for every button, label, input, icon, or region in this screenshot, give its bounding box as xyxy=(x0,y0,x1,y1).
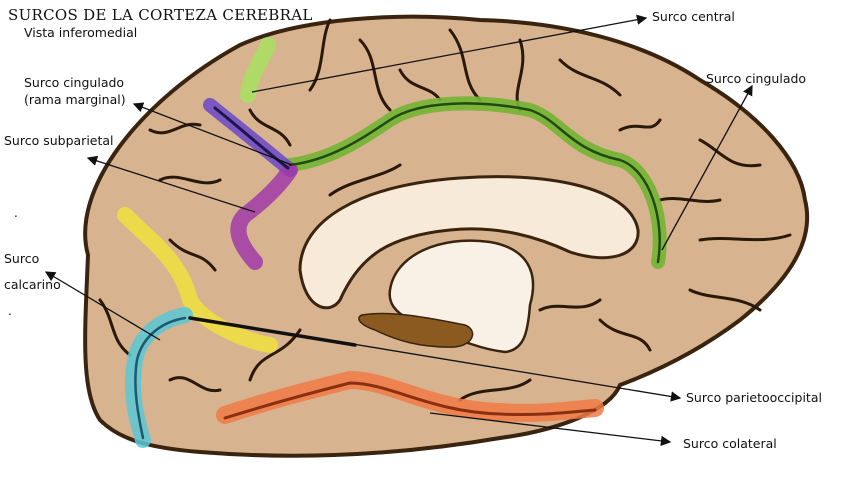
generic-sulci xyxy=(98,18,792,402)
label-surco-colateral: Surco colateral xyxy=(683,436,777,451)
arrow-surco-central xyxy=(251,14,648,93)
calcarine-highlight xyxy=(125,307,193,448)
label-surco-calcarino: Surco calcarino xyxy=(4,251,61,292)
arrow-surco-subparietal xyxy=(86,155,256,213)
label-surco-parietooccipital: Surco parietooccipital xyxy=(686,390,822,405)
diagram-title: SURCOS DE LA CORTEZA CEREBRAL xyxy=(8,6,313,24)
diagram-subtitle: Vista inferomedial xyxy=(24,25,138,40)
parietooccipital-highlight xyxy=(117,207,278,353)
arrow-surco-cingulado-marginal xyxy=(132,102,293,166)
corpus-callosum xyxy=(298,175,640,310)
arrow-surco-parietooccipital xyxy=(194,317,682,402)
leader-lines xyxy=(44,14,753,447)
label-surco-subparietal: Surco subparietal xyxy=(4,133,114,148)
arrow-surco-cingulado-right xyxy=(661,84,753,251)
brainstem xyxy=(358,312,474,348)
arrow-surco-calcarino xyxy=(44,271,161,341)
stray-dot: . xyxy=(8,304,12,318)
arrow-surco-colateral xyxy=(429,412,672,447)
label-surco-cingulado: Surco cingulado xyxy=(706,71,807,86)
subparietal-highlight xyxy=(230,162,298,270)
label-surco-central: Surco central xyxy=(652,9,735,24)
stray-dot: . xyxy=(14,206,18,220)
central-sulcus-highlight xyxy=(240,37,276,103)
label-surco-cingulado-marginal: Surco cingulado (rama marginal) xyxy=(24,75,126,107)
